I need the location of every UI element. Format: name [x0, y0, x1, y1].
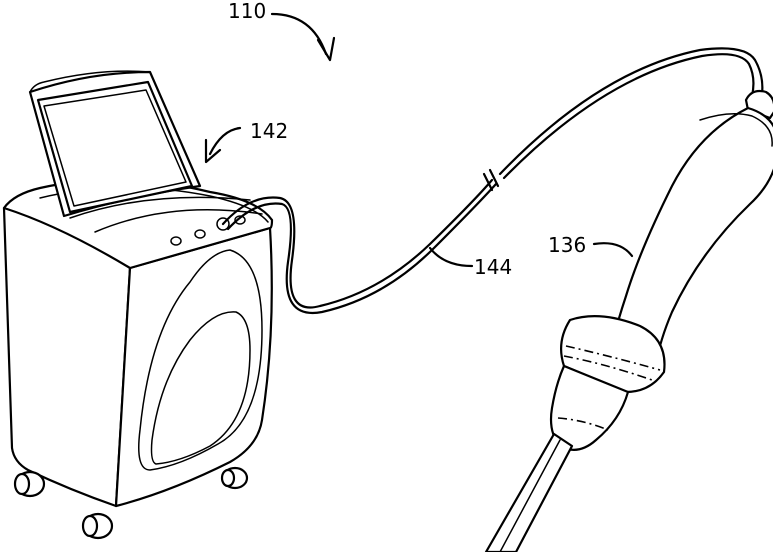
- label-system-110: 110: [228, 0, 266, 23]
- label-console-142: 142: [250, 119, 288, 143]
- ultrasound-console: [4, 180, 272, 538]
- console-front-panel: [116, 228, 272, 506]
- label-cable-144: 144: [474, 255, 512, 279]
- label-probe-136: 136: [548, 233, 586, 257]
- ultrasound-probe: [486, 91, 773, 552]
